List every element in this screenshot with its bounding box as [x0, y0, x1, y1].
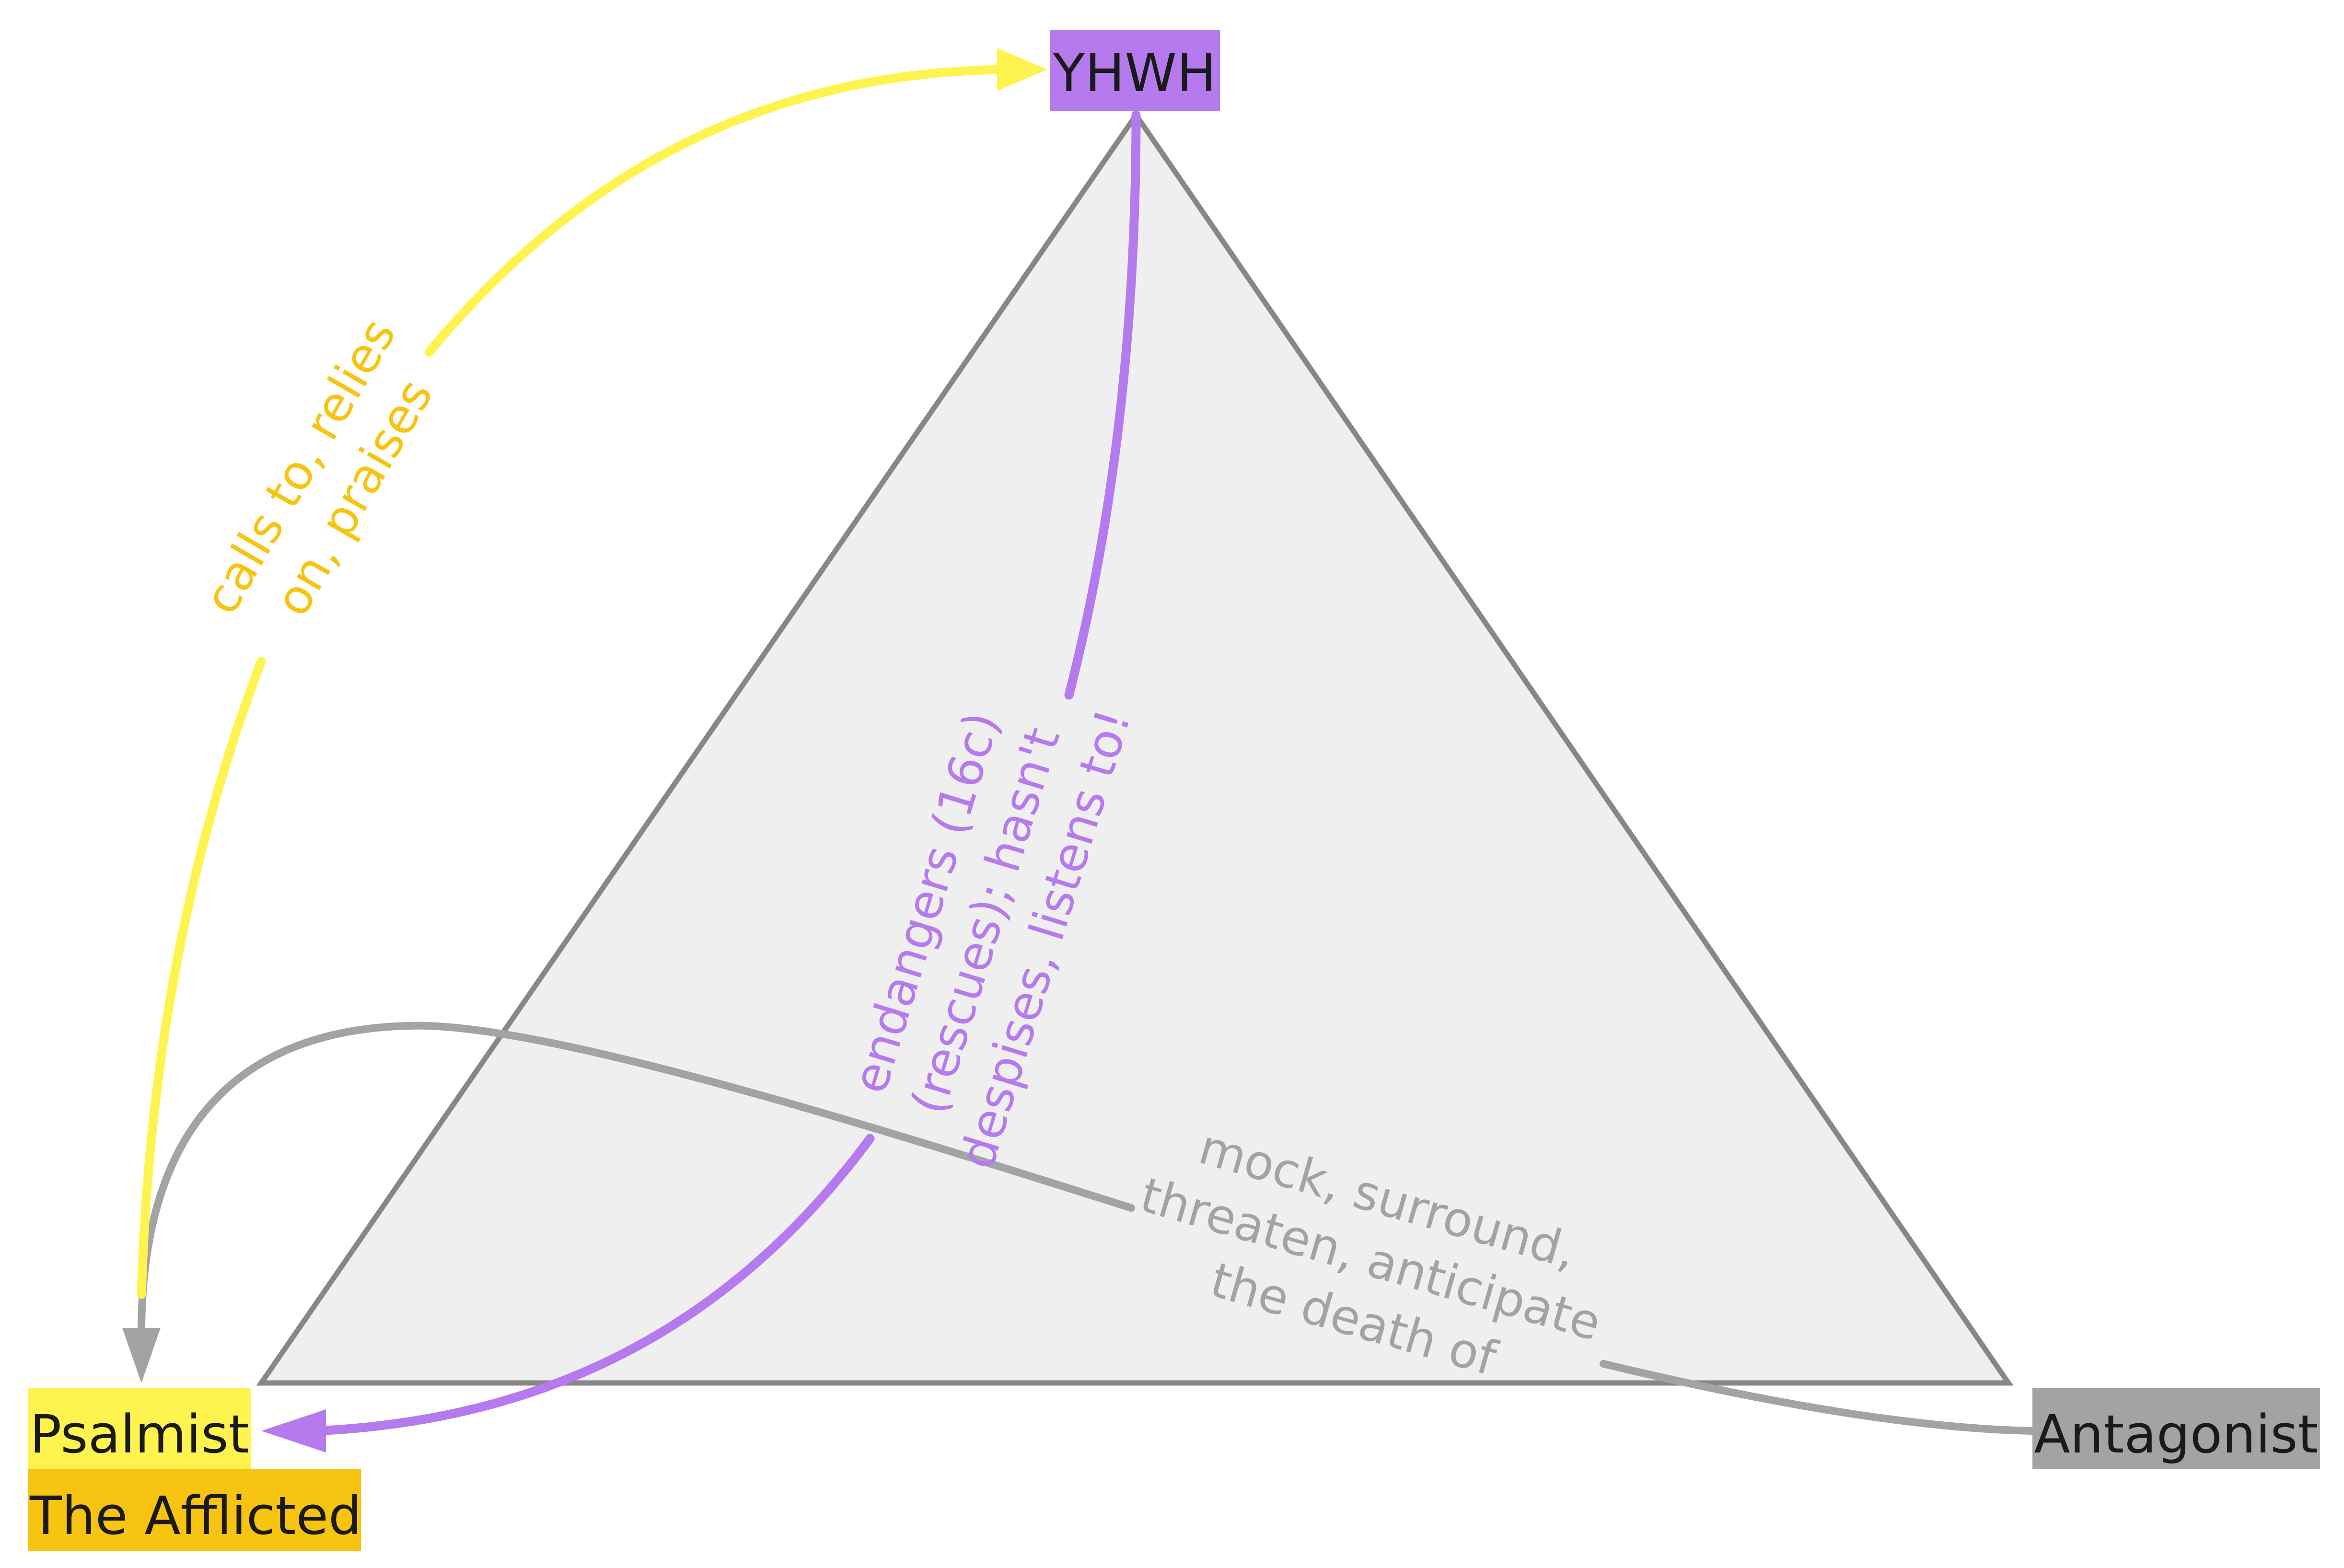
- node-antagonist-box: [2032, 1388, 2320, 1469]
- edge-psalmist-to-yhwh-arrowhead: [997, 48, 1047, 91]
- central-triangle: [256, 110, 2014, 1386]
- node-the-afflicted-label: The Afflicted: [29, 1485, 362, 1546]
- edge-yhwh-to-psalmist-line-2: [312, 1134, 875, 1436]
- node-the-afflicted: The Afflicted: [28, 1469, 362, 1551]
- edge-yhwh-to-psalmist-arrowhead: [261, 1409, 326, 1452]
- node-yhwh: YHWH: [1050, 30, 1220, 111]
- node-yhwh-label: YHWH: [1052, 42, 1216, 104]
- edge-label-psalmist-to-yhwh: calls to, relies on, praises: [193, 309, 443, 625]
- node-psalmist: Psalmist: [28, 1388, 251, 1469]
- edge-antagonist-to-psalmist-line: [1600, 1360, 2036, 1435]
- node-the-afflicted-box: [28, 1469, 361, 1551]
- node-yhwh-box: [1050, 30, 1220, 111]
- node-psalmist-label: Psalmist: [30, 1404, 249, 1465]
- node-psalmist-box: [28, 1388, 251, 1469]
- node-antagonist: Antagonist: [2032, 1388, 2320, 1469]
- edge-antagonist-to-psalmist-arrowhead: [122, 1328, 161, 1383]
- edge-antagonist-to-psalmist-line-2: [137, 1022, 1135, 1346]
- edge-yhwh-to-psalmist-line: [1064, 110, 1141, 700]
- edge-psalmist-to-yhwh-line-2: [424, 65, 1011, 357]
- edge-psalmist-to-yhwh-line: [137, 657, 266, 1299]
- edge-label-antagonist-to-psalmist: mock, surround, threaten, anticipate the…: [1135, 1119, 1607, 1387]
- node-antagonist-label: Antagonist: [2034, 1404, 2318, 1465]
